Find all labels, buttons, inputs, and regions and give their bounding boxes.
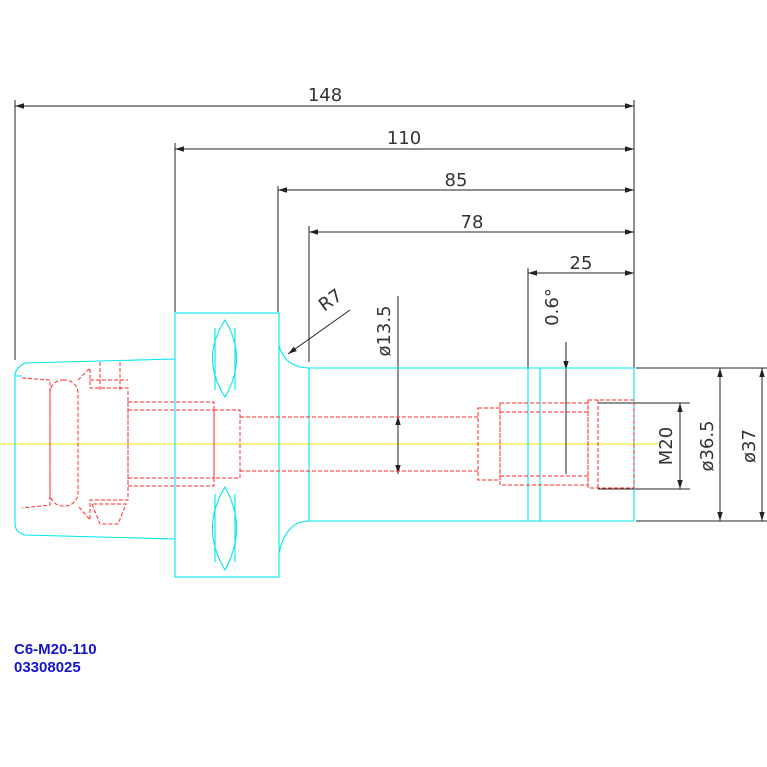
dim-thread: M20 [656, 427, 677, 465]
dimension-lines [15, 103, 765, 521]
part-number: 03308025 [14, 659, 81, 676]
dim-length-25: 25 [570, 253, 593, 274]
dim-taper-angle: 0.6° [542, 288, 563, 326]
dim-radius: R7 [315, 285, 347, 316]
dim-bore-diameter: ø13.5 [374, 305, 395, 356]
dim-body-diameter: ø36.5 [697, 420, 718, 471]
dim-outer-diameter: ø37 [739, 429, 760, 463]
dim-length-110: 110 [387, 128, 421, 149]
radius-leader [287, 309, 351, 355]
dim-length-78: 78 [461, 212, 484, 233]
dim-overall-length: 148 [308, 85, 342, 106]
dim-length-85: 85 [445, 170, 468, 191]
extension-lines [14, 100, 767, 522]
part-outline [14, 312, 635, 578]
part-code: C6-M20-110 [14, 641, 97, 658]
hidden-lines [21, 362, 635, 525]
